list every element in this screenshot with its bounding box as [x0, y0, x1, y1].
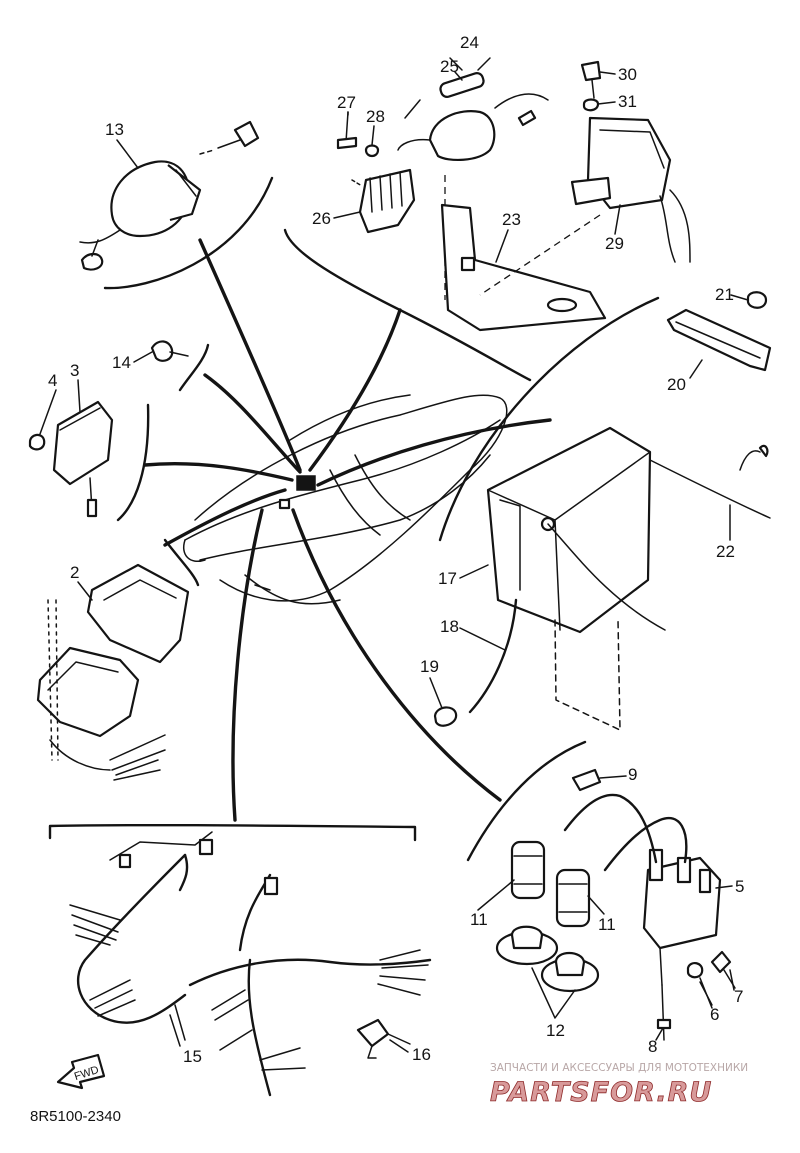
part-31-nut [582, 98, 600, 112]
label-12: 12 [546, 1021, 565, 1040]
part-11-plug-cap-left [510, 840, 546, 900]
part-23-bracket [440, 203, 607, 332]
label-3: 3 [70, 361, 79, 380]
label-16: 16 [412, 1045, 431, 1064]
label-11-right: 11 [598, 915, 616, 934]
part-24-fuse-holder [397, 93, 549, 300]
part-15-wire-harness [69, 831, 432, 1097]
label-14: 14 [112, 353, 131, 372]
leader-lines [143, 238, 552, 822]
watermark-logo: ЗАПЧАСТИ И АКСЕССУАРЫ ДЛЯ МОТОТЕХНИКИ PA… [490, 1062, 749, 1108]
label-23: 23 [502, 210, 521, 229]
part-7-screw [710, 950, 736, 989]
label-18: 18 [440, 617, 459, 636]
label-26: 26 [312, 209, 331, 228]
part-4-nut [28, 433, 46, 451]
part-22-battery-cable [649, 444, 771, 519]
part-12-boot-left [495, 925, 559, 966]
label-19: 19 [420, 657, 439, 676]
label-15: 15 [183, 1047, 202, 1066]
label-11-left: 11 [470, 910, 488, 929]
part-5-ignition-coil [563, 793, 722, 986]
catalog-code: 8R5100-2340 [30, 1108, 121, 1125]
watermark-subtitle: ЗАПЧАСТИ И АКСЕССУАРЫ ДЛЯ МОТОТЕХНИКИ [490, 1062, 748, 1074]
label-17: 17 [438, 569, 457, 588]
part-17-battery [486, 426, 666, 731]
label-4: 4 [48, 371, 57, 390]
part-19-grommet [433, 706, 458, 727]
part-28-washer [364, 144, 380, 158]
fwd-arrow-icon: FWD [56, 1053, 106, 1090]
label-5: 5 [735, 877, 744, 896]
watermark-brand: PARTSFOR.RU [490, 1077, 712, 1108]
part-8-cable [656, 984, 672, 1041]
part-number-labels: 13 14 4 3 2 15 16 27 28 26 24 25 23 30 3… [48, 33, 744, 1066]
label-6: 6 [710, 1005, 719, 1024]
label-2: 2 [70, 563, 79, 582]
part-20-battery-bracket [666, 308, 772, 372]
label-28: 28 [366, 107, 385, 126]
label-24: 24 [460, 33, 479, 52]
label-22: 22 [716, 542, 735, 561]
part-12-leader [531, 967, 576, 1019]
part-16-connector [356, 1018, 411, 1059]
label-8: 8 [648, 1037, 657, 1056]
part-21-nut [746, 291, 768, 309]
part-6-bolt [686, 962, 713, 1009]
part-29-starter-relay [570, 116, 691, 263]
part-11-plug-cap-right [555, 868, 591, 928]
label-21: 21 [715, 285, 734, 304]
motorcycle-frame-outline [183, 394, 508, 605]
part-12-boot-right [540, 951, 600, 993]
part-14-clip [150, 340, 189, 362]
label-7: 7 [734, 987, 743, 1006]
part-26-rectifier [351, 168, 416, 234]
label-31: 31 [618, 92, 637, 111]
part-18-breather-hose [468, 598, 518, 714]
label-13: 13 [105, 120, 124, 139]
part-27-bolt [336, 111, 358, 150]
part-2-cdi-unit [36, 563, 190, 781]
part-13-switch [79, 120, 260, 271]
label-9: 9 [628, 765, 637, 784]
label-leaders [39, 57, 749, 1053]
label-30: 30 [618, 65, 637, 84]
label-27: 27 [337, 93, 356, 112]
group-brackets [48, 176, 660, 862]
part-30-bolt [580, 60, 602, 99]
part-9-clamp [571, 768, 602, 792]
label-20: 20 [667, 375, 686, 394]
part-3-relay [52, 400, 114, 518]
label-29: 29 [605, 234, 624, 253]
